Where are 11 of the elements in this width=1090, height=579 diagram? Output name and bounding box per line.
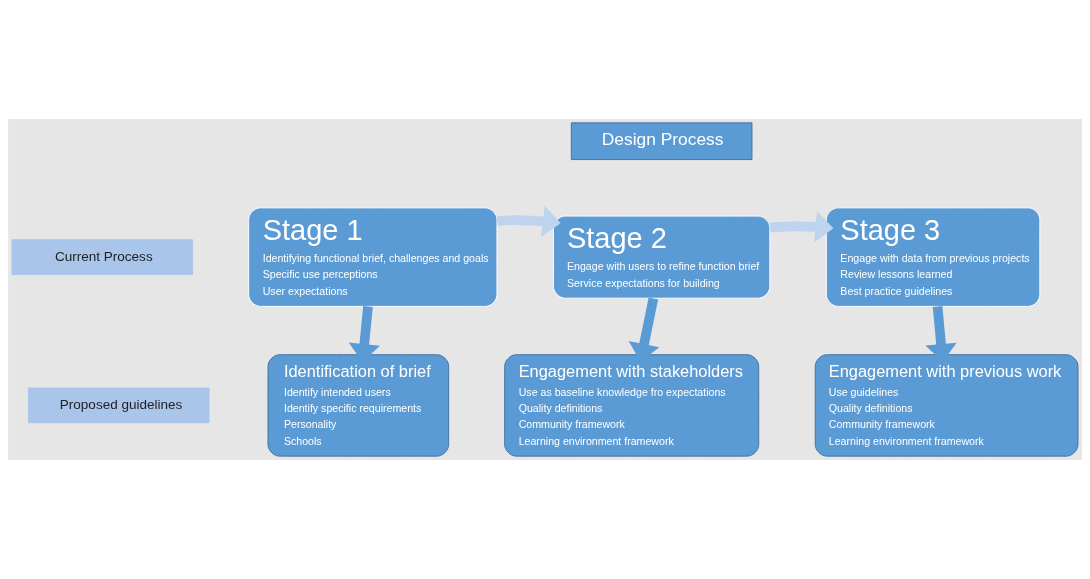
node-box: Engagement with stakeholders Use as baseline knowledge fro expectations Quality definitions Community framework Learning environment framework: [504, 354, 760, 457]
node-box: Identification of brief Identify intended users Identify specific requirements Personality Schools: [267, 354, 450, 457]
node-box: Stage 1 Identifying functional brief, challenges and goals Specific use perceptions User expectations: [248, 207, 498, 307]
node-box: Engagement with previous work Use guidelines Quality definitions Community framework Learning environment framework: [814, 354, 1079, 457]
node-box: Stage 2 Engage with users to refine function brief Service expectations for building: [552, 215, 771, 299]
arrow: [769, 211, 834, 243]
node-box: Current Process: [11, 239, 194, 275]
arrow: [496, 205, 561, 237]
node-box: Design Process: [570, 122, 753, 161]
node-box: Stage 3 Engage with data from previous projects Review lessons learned Best practice guidelines: [825, 207, 1041, 307]
node-box: Proposed guidelines: [27, 387, 210, 424]
